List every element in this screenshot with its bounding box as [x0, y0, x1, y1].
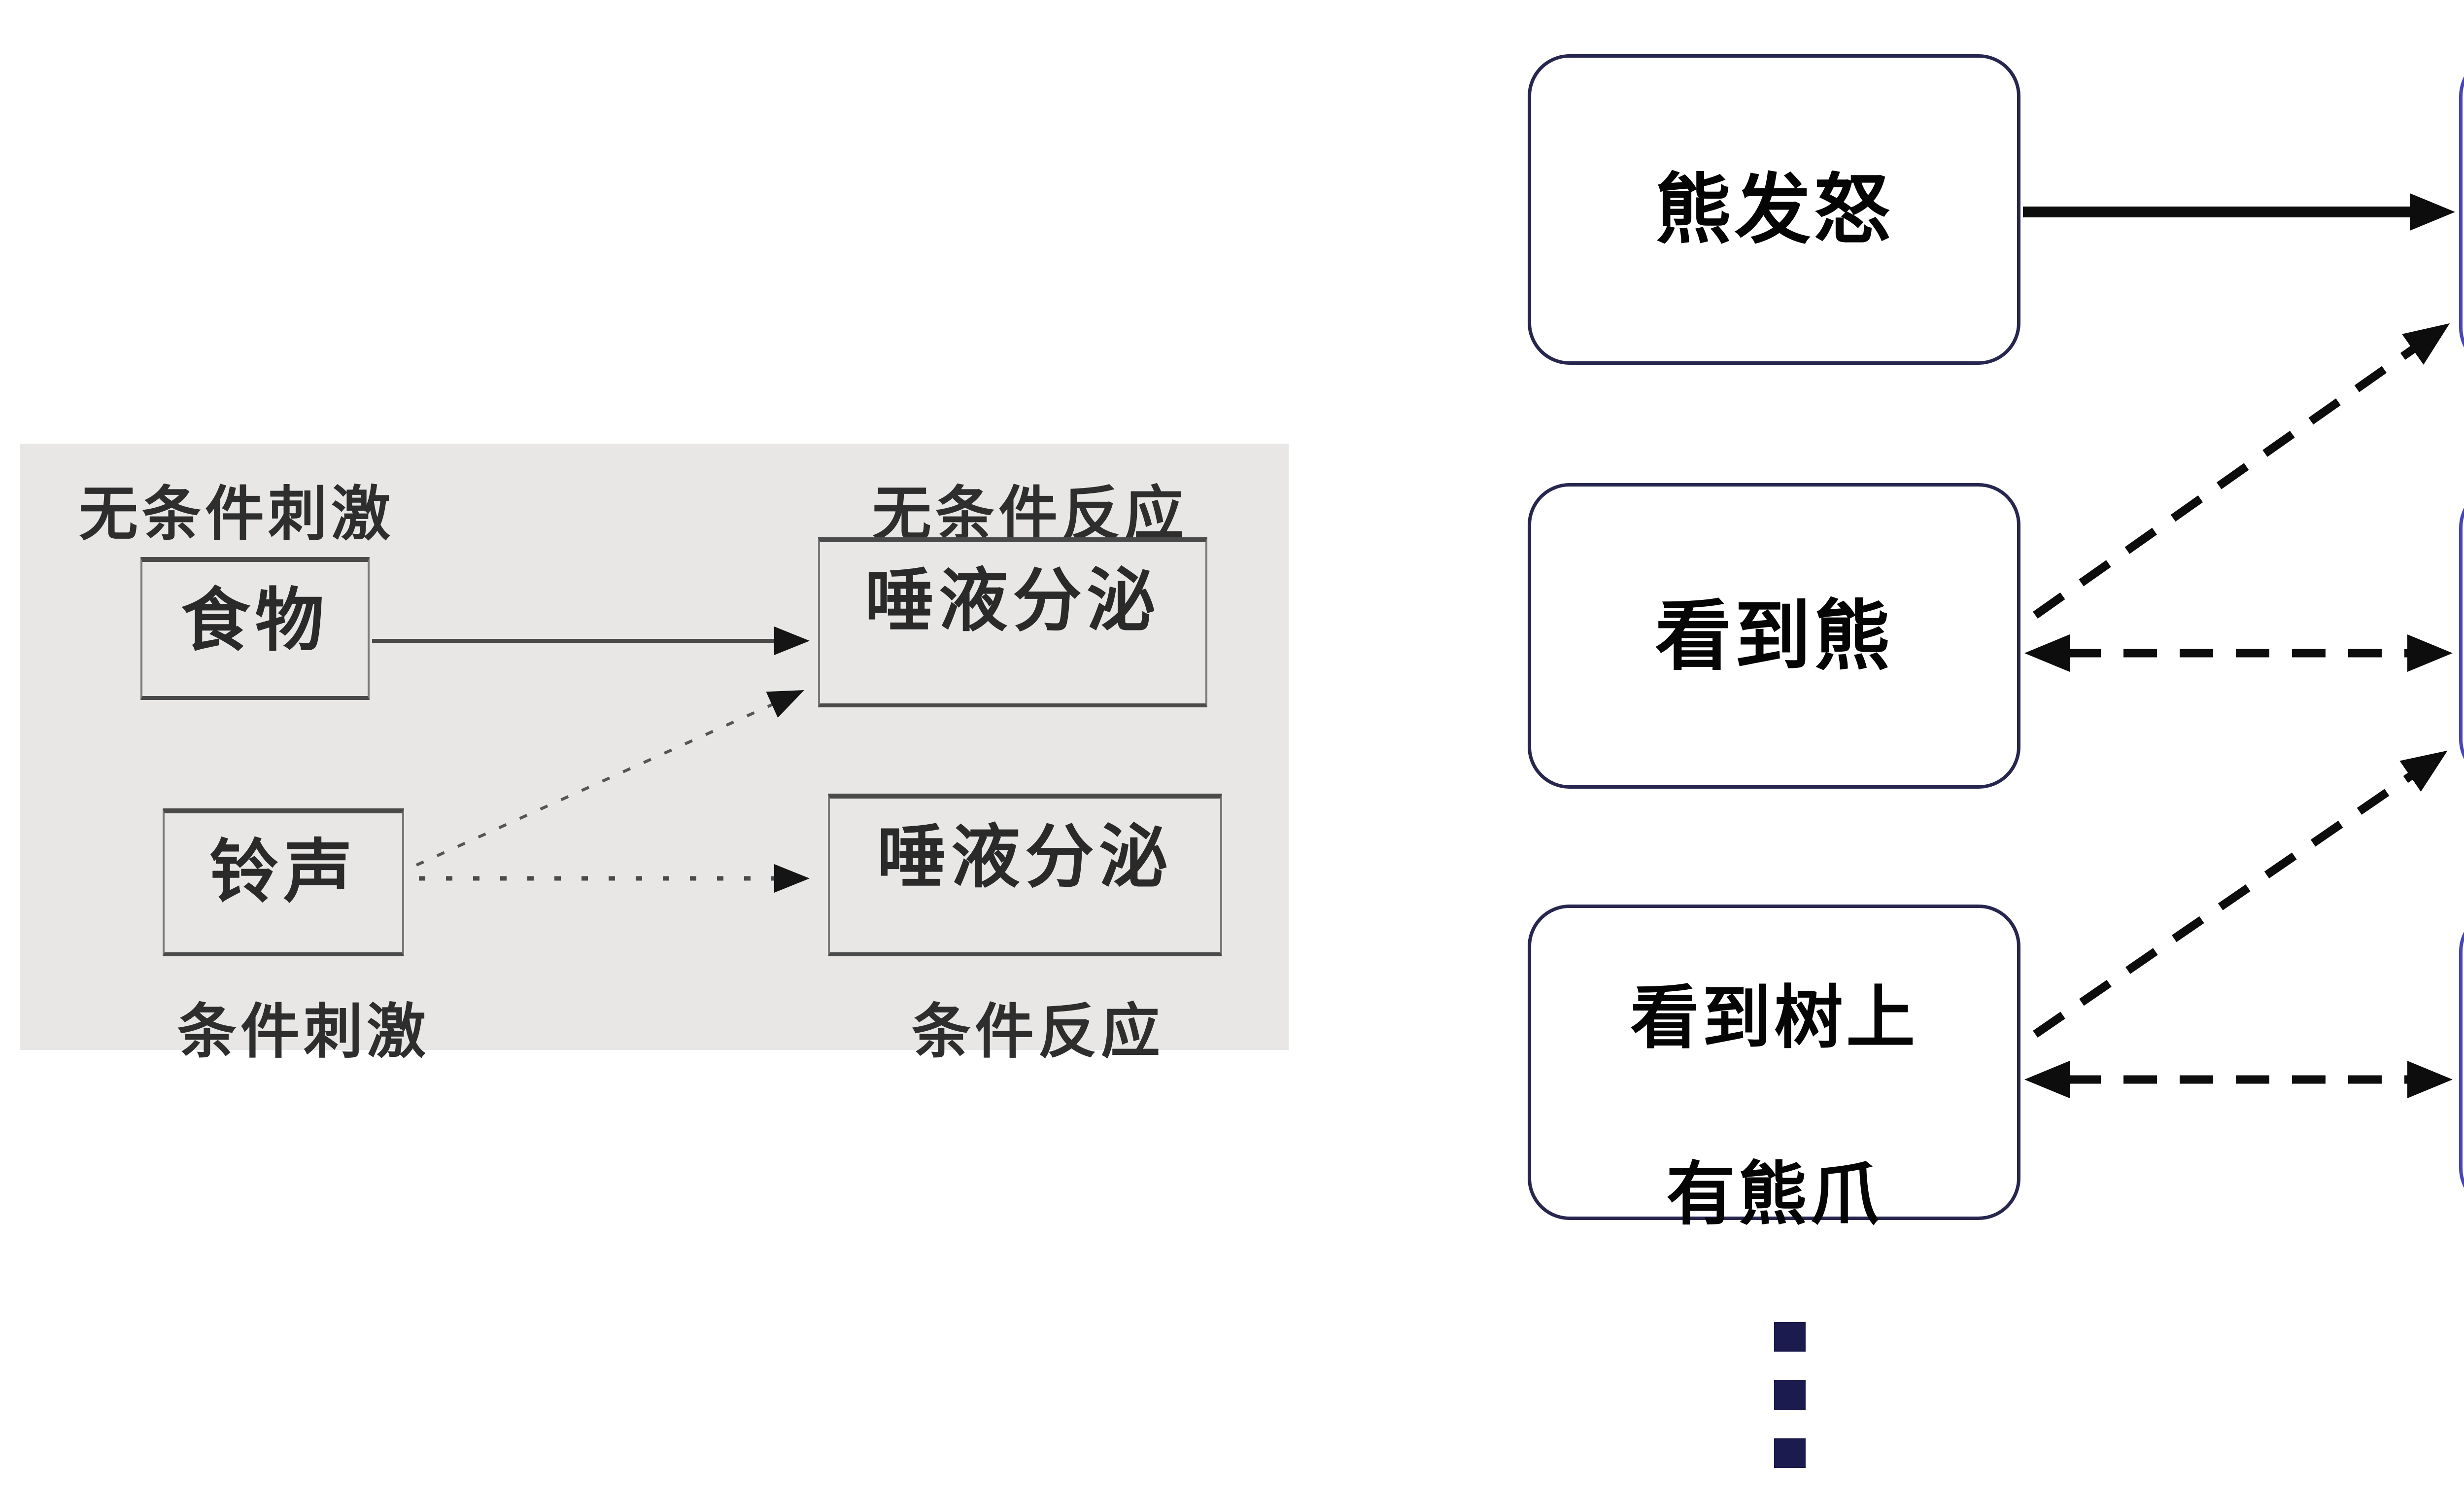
node-see-bear-claw-line2: 有熊爪	[1666, 1154, 1882, 1235]
arrow-see-bear-to-reward-dashed	[2033, 323, 2450, 619]
node-saliva-bottom: 唾液分泌	[828, 794, 1222, 956]
node-bell: 铃声	[163, 808, 404, 956]
node-bell-label: 铃声	[209, 833, 357, 910]
node-saliva-top: 唾液分泌	[818, 537, 1207, 707]
conditioning-panel: 无条件刺激 无条件反应 食物 唾液分泌 铃声 唾液分泌 条件刺激 条件反应	[20, 444, 1289, 1065]
label-unconditioned-stimulus: 无条件刺激	[79, 481, 394, 547]
ellipsis-dot	[1774, 1322, 1806, 1352]
node-see-bear-label: 看到熊	[1655, 590, 1893, 681]
ellipsis-stimulus-column	[1774, 1322, 1806, 1468]
ellipsis-dot	[1774, 1380, 1806, 1410]
node-see-bear-claw-label: 看到树上 有熊爪	[1630, 886, 1918, 1239]
arrow-bell-to-saliva-top-dashed	[415, 690, 804, 867]
node-saliva-top-label: 唾液分泌	[864, 562, 1161, 639]
node-see-bear-claw: 看到树上 有熊爪	[1528, 905, 2020, 1235]
node-food: 食物	[140, 557, 370, 700]
label-unconditioned-response: 无条件反应	[872, 481, 1188, 547]
node-see-bear: 看到熊	[1528, 483, 2020, 789]
node-see-bear-claw-line1: 看到树上	[1630, 977, 1918, 1058]
node-food-label: 食物	[181, 582, 329, 659]
node-saliva-bottom-label: 唾液分泌	[877, 818, 1173, 896]
label-conditioned-stimulus: 条件刺激	[177, 999, 430, 1065]
node-bear-angry: 熊发怒	[1528, 54, 2020, 365]
node-bear-angry-label: 熊发怒	[1655, 164, 1893, 254]
arrow-see-claw-to-v-s-prime-dashed	[2033, 750, 2448, 1038]
ellipsis-dot	[1774, 1438, 1806, 1468]
label-conditioned-response: 条件反应	[912, 999, 1164, 1065]
